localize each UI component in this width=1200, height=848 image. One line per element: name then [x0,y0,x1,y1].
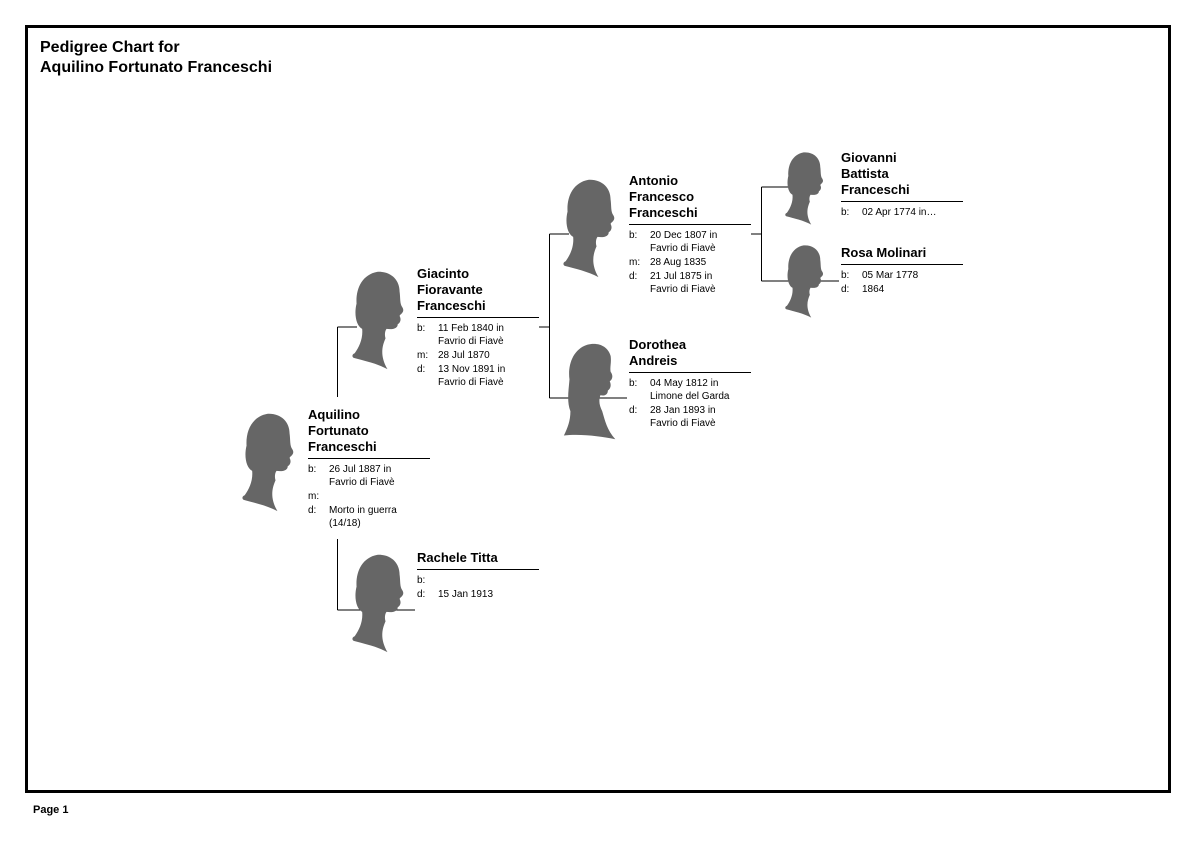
fact-label: b: [308,464,317,475]
fact-value: 28 Jan 1893 in Favrio di Fiavè [650,405,716,429]
fact-row: b: 04 May 1812 in Limone del Garda [629,377,751,403]
fact-label: b: [629,378,638,389]
fact-row: d: 13 Nov 1891 in Favrio di Fiavè [417,363,539,389]
fact-label: b: [841,270,850,281]
person-facts: b: d: 15 Jan 1913 [417,574,539,601]
person-name: Giovanni Battista Franceschi [841,150,910,197]
name-underline [841,201,963,202]
name-underline [417,317,539,318]
fact-value: 28 Jul 1870 [438,350,490,361]
page-title: Pedigree Chart for Aquilino Fortunato Fr… [40,38,272,78]
name-underline [629,372,751,373]
fact-label: d: [841,284,850,295]
fact-row: b: [417,574,539,587]
fact-row: m: 28 Jul 1870 [417,349,539,362]
person-name: Rosa Molinari [841,245,927,260]
fact-value: 1864 [862,284,885,295]
fact-row: d: 28 Jan 1893 in Favrio di Fiavè [629,404,751,430]
person-facts: b: 11 Feb 1840 in Favrio di Fiavè m: 28 Ju… [417,322,539,389]
fact-label: d: [308,505,317,516]
fact-row: d: 15 Jan 1913 [417,588,539,601]
fact-value: 26 Jul 1887 in Favrio di Fiavè [329,464,395,488]
male-silhouette-icon [782,151,828,226]
male-silhouette-icon [350,268,408,373]
fact-row: d: 1864 [841,283,963,296]
fact-row: m: [308,490,430,503]
person-facts: b: 20 Dec 1807 in Favrio di Fiavè m: 28 Au… [629,229,751,296]
person-name: Aquilino Fortunato Franceschi [308,407,377,454]
female-silhouette-icon [562,340,620,445]
person-facts: b: 04 May 1812 in Limone del Garda d: 28 J… [629,377,751,430]
fact-label: b: [629,230,638,241]
person-name: Antonio Francesco Franceschi [629,173,698,220]
person-antonio-franceschi[interactable]: Antonio Francesco Franceschi b: 20 Dec 18… [629,173,751,297]
chart-frame [25,25,1171,793]
person-name: Dorothea Andreis [629,337,687,368]
name-underline [629,224,751,225]
name-underline [841,264,963,265]
fact-label: m: [308,491,320,502]
male-silhouette-icon [240,410,298,515]
fact-value: 11 Feb 1840 in Favrio di Fiavè [438,323,504,347]
male-silhouette-icon [782,244,828,319]
fact-value: Morto in guerra (14/18) [329,505,397,529]
fact-value: 15 Jan 1913 [438,589,494,600]
fact-label: d: [417,589,426,600]
fact-value: 02 Apr 1774 in… [862,207,937,218]
fact-label: m: [417,350,429,361]
fact-label: d: [629,271,638,282]
fact-value: 04 May 1812 in Limone del Garda [650,378,730,402]
fact-label: d: [629,405,638,416]
fact-row: d: 21 Jul 1875 in Favrio di Fiavè [629,270,751,296]
fact-label: m: [629,257,641,268]
person-facts: b: 26 Jul 1887 in Favrio di Fiavè m: d: Mo… [308,463,430,530]
fact-row: b: 05 Mar 1778 [841,269,963,282]
fact-value: 28 Aug 1835 [650,257,707,268]
fact-label: b: [417,575,426,586]
name-underline [308,458,430,459]
title-line-2: Aquilino Fortunato Franceschi [40,59,273,76]
person-rachele-titta[interactable]: Rachele Titta b: d: 15 Jan 1913 [417,550,539,602]
title-line-1: Pedigree Chart for [40,39,180,56]
person-facts: b: 05 Mar 1778 d: 1864 [841,269,963,296]
person-name: Giacinto Fioravante Franceschi [417,266,486,313]
fact-row: b: 20 Dec 1807 in Favrio di Fiavè [629,229,751,255]
fact-row: b: 26 Jul 1887 in Favrio di Fiavè [308,463,430,489]
fact-row: d: Morto in guerra (14/18) [308,504,430,530]
fact-label: b: [417,323,426,334]
person-rosa-molinari[interactable]: Rosa Molinari b: 05 Mar 1778 d: 1864 [841,245,963,297]
male-silhouette-icon [561,176,619,281]
fact-row: m: 28 Aug 1835 [629,256,751,269]
fact-label: d: [417,364,426,375]
page-number: Page 1 [33,804,69,816]
fact-row: b: 11 Feb 1840 in Favrio di Fiavè [417,322,539,348]
fact-row: b: 02 Apr 1774 in… [841,206,963,219]
male-silhouette-icon [350,551,408,656]
fact-value: 05 Mar 1778 [862,270,919,281]
person-name: Rachele Titta [417,550,498,565]
person-giovanni-franceschi[interactable]: Giovanni Battista Franceschi b: 02 Apr 17… [841,150,963,220]
person-giacinto-franceschi[interactable]: Giacinto Fioravante Franceschi b: 11 Feb … [417,266,539,390]
fact-value: 20 Dec 1807 in Favrio di Fiavè [650,230,718,254]
person-aquilino-franceschi[interactable]: Aquilino Fortunato Franceschi b: 26 Jul 1… [308,407,430,531]
fact-label: b: [841,207,850,218]
person-dorothea-andreis[interactable]: Dorothea Andreis b: 04 May 1812 in Limone… [629,337,751,431]
name-underline [417,569,539,570]
person-facts: b: 02 Apr 1774 in… [841,206,963,219]
fact-value: 13 Nov 1891 in Favrio di Fiavè [438,364,506,388]
fact-value: 21 Jul 1875 in Favrio di Fiavè [650,271,716,295]
